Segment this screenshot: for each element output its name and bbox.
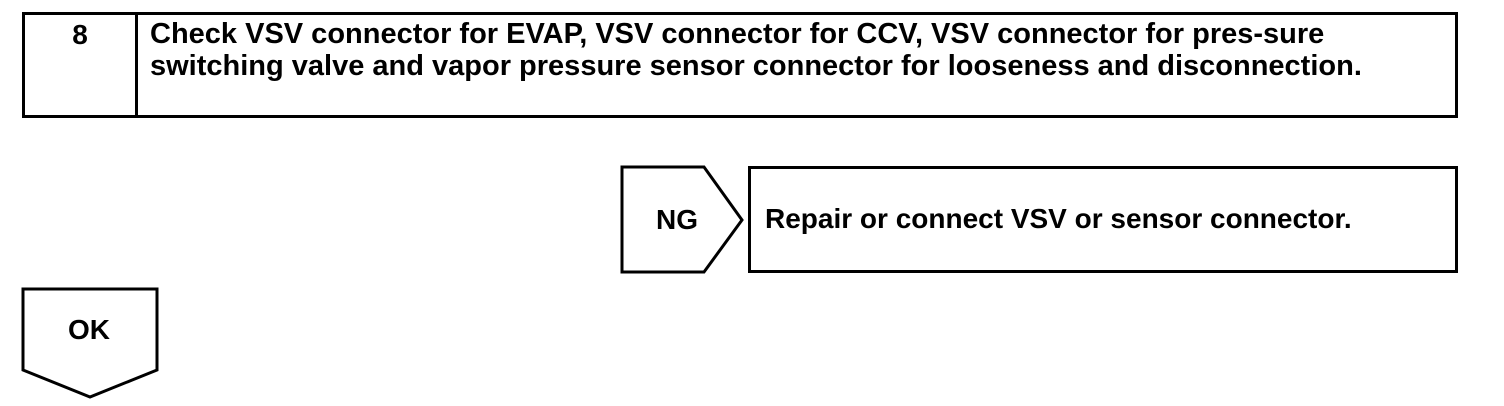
ng-arrow-shape bbox=[620, 165, 744, 274]
ng-label: NG bbox=[656, 204, 698, 235]
ok-label: OK bbox=[68, 314, 110, 345]
step-number: 8 bbox=[25, 15, 138, 115]
step-instruction: Check VSV connector for EVAP, VSV connec… bbox=[150, 18, 1362, 82]
step-box: 8 Check VSV connector for EVAP, VSV conn… bbox=[22, 12, 1458, 118]
ng-action-box: Repair or connect VSV or sensor connecto… bbox=[748, 166, 1458, 273]
ok-arrow-shape bbox=[21, 287, 159, 399]
